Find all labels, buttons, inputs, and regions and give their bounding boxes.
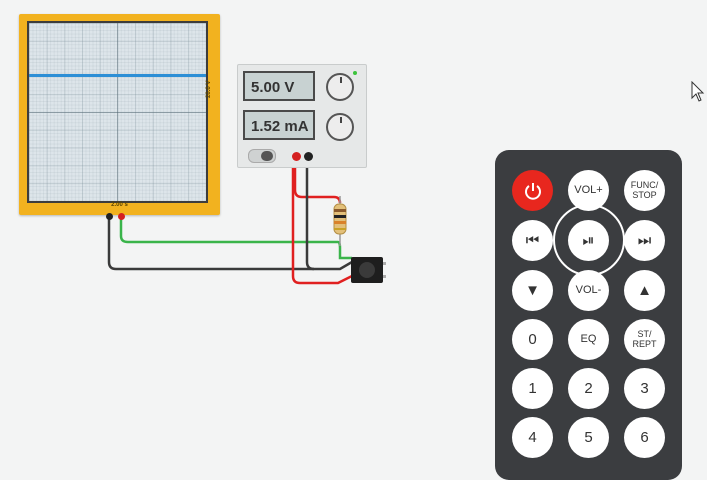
resistor[interactable] — [333, 196, 347, 246]
scope-probe-jack[interactable] — [118, 213, 125, 220]
wire-scope-probe — [119, 218, 352, 260]
remote-digit-2-button[interactable]: 2 — [568, 368, 609, 409]
remote-digit-6-button[interactable]: 6 — [624, 417, 665, 458]
power-toggle-switch[interactable] — [248, 149, 276, 163]
wire-psu-positive-2 — [291, 158, 353, 285]
psu-positive-terminal[interactable] — [292, 152, 301, 161]
remote-digit-1-button[interactable]: 1 — [512, 368, 553, 409]
wire-psu-negative — [305, 158, 315, 271]
remote-up-button[interactable]: ▲ — [624, 270, 665, 311]
power-supply[interactable]: 5.00 V 1.52 mA — [237, 64, 367, 168]
remote-down-button[interactable]: ▼ — [512, 270, 553, 311]
remote-vol-down-button[interactable]: VOL- — [568, 270, 609, 311]
pushbutton[interactable] — [351, 257, 386, 283]
remote-eq-button[interactable]: EQ — [568, 319, 609, 360]
psu-negative-terminal[interactable] — [304, 152, 313, 161]
remote-play-pause-button[interactable]: ⏯ — [568, 220, 609, 261]
scope-center-horizontal-axis — [29, 112, 206, 113]
remote-digit-0-button[interactable]: 0 — [512, 319, 553, 360]
remote-power-button[interactable] — [512, 170, 553, 211]
wiring — [107, 158, 386, 285]
remote-digit-5-button[interactable]: 5 — [568, 417, 609, 458]
remote-vol-up-button[interactable]: VOL+ — [568, 170, 609, 211]
remote-prev-button[interactable]: ⏮ — [512, 220, 553, 261]
oscilloscope-screen — [27, 21, 208, 203]
scope-trace — [29, 74, 206, 77]
remote-st-rept-button[interactable]: ST/ REPT — [624, 319, 665, 360]
remote-digit-3-button[interactable]: 3 — [624, 368, 665, 409]
remote-next-button[interactable]: ⏭ — [624, 220, 665, 261]
power-icon — [524, 182, 541, 200]
remote-digit-4-button[interactable]: 4 — [512, 417, 553, 458]
current-display: 1.52 mA — [243, 110, 315, 140]
scope-ground-jack[interactable] — [106, 213, 113, 220]
current-knob[interactable] — [326, 113, 354, 141]
cv-indicator-led — [353, 71, 357, 75]
scope-volts-per-division: 20.0 V — [206, 80, 212, 98]
oscilloscope[interactable]: 2.00 s 20.0 V — [19, 14, 220, 220]
scope-time-per-division: 2.00 s — [111, 202, 128, 208]
remote-func-stop-button[interactable]: FUNC/ STOP — [624, 170, 665, 211]
voltage-knob[interactable] — [326, 73, 354, 101]
wire-scope-ground — [107, 218, 353, 271]
scope-center-vertical-axis — [117, 23, 118, 201]
voltage-display: 5.00 V — [243, 71, 315, 101]
mouse-pointer-icon — [691, 81, 705, 102]
